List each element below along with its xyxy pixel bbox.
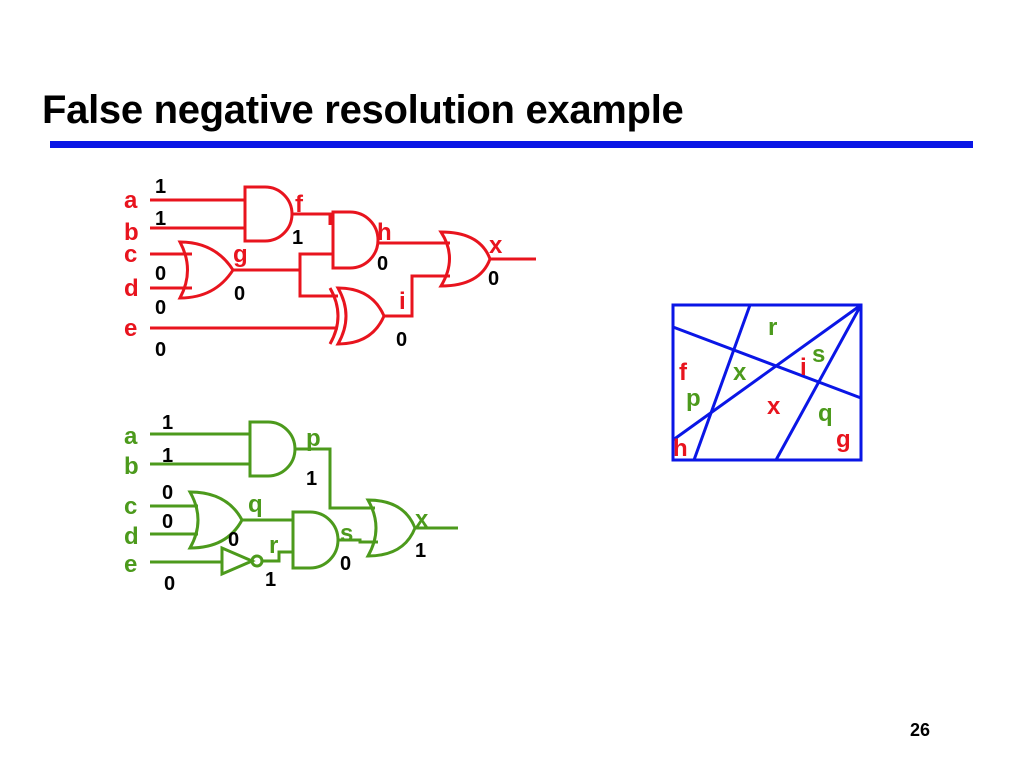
red-gate-f-label: f (295, 191, 304, 218)
wire-f (292, 212, 332, 225)
green-value-a: 1 (162, 412, 173, 434)
green-gate-s-label: s (340, 520, 353, 547)
map-region-x-green: x (733, 359, 747, 386)
red-input-e-label: e (124, 315, 137, 342)
wire-r (262, 550, 293, 563)
green-value-q: 0 (228, 529, 239, 551)
red-circuit (150, 185, 536, 346)
cut-line-2 (692, 304, 752, 461)
red-gate-i-label: i (399, 288, 406, 315)
green-input-a-label: a (124, 423, 138, 450)
map-region-q: q (818, 400, 833, 427)
gate-p-and (248, 420, 297, 478)
green-value-x: 1 (415, 540, 426, 562)
gate-x-or (438, 230, 492, 288)
green-gate-q-label: q (248, 491, 263, 518)
red-value-d: 0 (155, 297, 166, 319)
wire-i (384, 274, 450, 318)
green-gate-r-label: r (269, 532, 278, 559)
red-value-c: 0 (155, 263, 166, 285)
gate-r-bubble (250, 554, 264, 568)
green-gate-x-label: x (415, 506, 429, 533)
map-region-s: s (812, 341, 825, 368)
gate-i-xor (335, 286, 386, 346)
green-labels: a b c d e p q r s x (124, 423, 429, 578)
red-value-i: 0 (396, 329, 407, 351)
map-region-x-red: x (767, 393, 781, 420)
green-value-s: 0 (340, 553, 351, 575)
map-region-r: r (768, 314, 777, 341)
map-region-i: i (800, 354, 807, 381)
layout-map-labels: r s i f x p x q h g (673, 314, 851, 462)
red-value-f: 1 (292, 227, 303, 249)
green-value-d: 0 (162, 511, 173, 533)
map-region-p: p (686, 385, 701, 412)
green-input-b-label: b (124, 453, 139, 480)
layout-map (671, 303, 863, 462)
green-value-e: 0 (164, 573, 175, 595)
cut-line-4 (774, 304, 863, 461)
gate-r-not (220, 545, 256, 577)
green-value-c: 0 (162, 482, 173, 504)
slide-title: False negative resolution example (42, 88, 684, 132)
green-circuit (150, 420, 458, 577)
red-input-c-label: c (124, 241, 137, 268)
red-value-g: 0 (234, 283, 245, 305)
red-gate-g-label: g (233, 241, 248, 268)
gate-i-xor-arc (328, 287, 340, 345)
red-gate-x-label: x (489, 232, 503, 259)
red-value-e: 0 (155, 339, 166, 361)
wire-s (338, 538, 378, 544)
red-labels: a b c d e f g h i x (124, 187, 503, 342)
cut-line-1 (672, 325, 862, 400)
layout-map-frame (671, 303, 863, 462)
map-region-g: g (836, 426, 851, 453)
slide-number: 26 (910, 720, 931, 740)
wire-g-to-i (298, 270, 338, 298)
red-value-a: 1 (155, 176, 166, 198)
red-value-x: 0 (488, 268, 499, 290)
gate-s-and (291, 510, 340, 570)
cut-line-3 (672, 303, 862, 442)
red-gate-h-label: h (377, 219, 392, 246)
red-input-d-label: d (124, 275, 139, 302)
green-value-b: 1 (162, 445, 173, 467)
map-region-h: h (673, 435, 688, 462)
red-value-h: 0 (377, 253, 388, 275)
map-region-f: f (679, 359, 688, 386)
gate-h-and (331, 210, 380, 270)
wire-g-to-h (298, 252, 333, 270)
green-input-c-label: c (124, 493, 137, 520)
red-value-b: 1 (155, 208, 166, 230)
gate-f-and (243, 185, 294, 243)
gate-q-or (187, 490, 244, 550)
title-underline (50, 141, 973, 148)
green-value-p: 1 (306, 468, 317, 490)
gate-x-or (365, 498, 417, 558)
red-input-a-label: a (124, 187, 138, 214)
wire-p (295, 447, 375, 510)
gate-g-or (177, 240, 235, 300)
green-values: 1 1 0 0 0 1 0 1 0 1 (162, 412, 426, 595)
green-value-r: 1 (265, 569, 276, 591)
red-values: 1 1 0 0 0 1 0 0 0 0 (155, 176, 499, 361)
green-gate-p-label: p (306, 425, 321, 452)
red-input-b-label: b (124, 219, 139, 246)
green-input-e-label: e (124, 551, 137, 578)
green-input-d-label: d (124, 523, 139, 550)
